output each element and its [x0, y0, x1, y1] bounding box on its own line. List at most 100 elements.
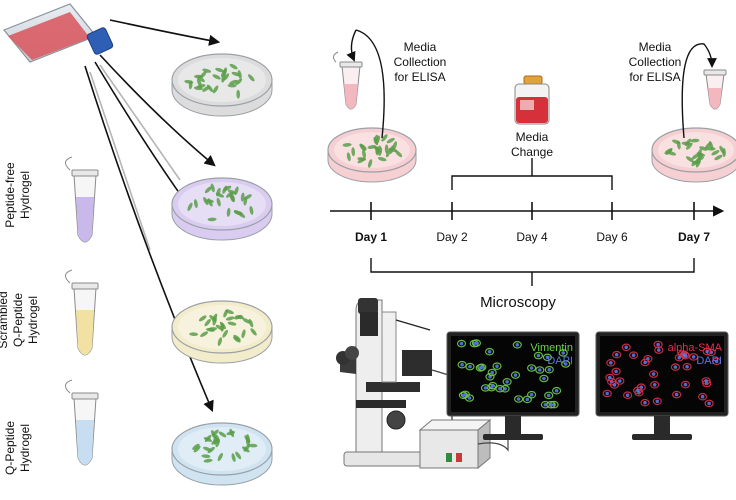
cell-mark	[367, 159, 373, 168]
media-collection-right-1: Media	[639, 40, 672, 54]
stained-cell	[648, 370, 659, 378]
stained-cell	[526, 364, 537, 372]
cell-mark	[192, 443, 200, 450]
stained-cell	[465, 362, 475, 371]
stained-cell	[542, 353, 553, 362]
stained-cell	[682, 362, 692, 371]
cell-mark	[227, 321, 237, 326]
cell-mark	[208, 327, 217, 331]
cell-mark	[189, 332, 199, 337]
cell-mark	[233, 210, 243, 215]
stained-cell	[485, 347, 495, 356]
cell-mark	[249, 205, 254, 215]
culture-flask-icon	[3, 3, 114, 63]
cell-mark	[220, 322, 225, 332]
cell-mark	[227, 189, 237, 195]
cell-mark	[193, 199, 198, 209]
cell-mark	[202, 68, 212, 73]
cell-mark	[351, 147, 356, 157]
cell-mark	[375, 146, 379, 156]
stained-cell	[650, 380, 660, 389]
cell-mark	[212, 85, 219, 94]
cell-mark	[207, 198, 213, 207]
stained-cell	[697, 392, 708, 401]
stained-cell	[544, 391, 554, 400]
cell-mark	[222, 329, 229, 338]
dish-control	[171, 53, 273, 117]
cell-mark	[389, 145, 395, 154]
stained-cell	[533, 351, 544, 360]
cell-mark	[229, 63, 238, 70]
cell-mark	[204, 186, 212, 194]
stained-cell	[621, 343, 631, 352]
stained-cell	[679, 350, 690, 359]
cell-mark	[395, 150, 403, 158]
dish-column	[171, 53, 273, 486]
cell-mark	[248, 74, 255, 82]
stained-cell	[487, 368, 497, 377]
cell-mark	[719, 145, 725, 154]
stained-cell	[510, 371, 521, 379]
cell-mark	[231, 453, 236, 462]
cell-mark	[664, 148, 673, 155]
dish-day7	[651, 127, 736, 183]
cell-mark	[201, 454, 211, 459]
cell-mark	[248, 318, 254, 328]
cell-mark	[207, 446, 215, 454]
monitor-2-stain2-label: DAPI	[696, 355, 722, 367]
cell-mark	[227, 83, 237, 88]
cell-mark	[207, 217, 217, 222]
stained-cell	[609, 381, 620, 389]
hydrogel-label-1-line-2: Hydrogel	[18, 171, 32, 219]
collection-arrow-left	[355, 29, 385, 139]
stained-cell	[615, 377, 625, 385]
cell-mark	[245, 437, 250, 447]
cell-mark	[212, 74, 221, 80]
stained-cell	[551, 386, 562, 395]
day-label-1: Day 1	[355, 230, 387, 244]
cell-mark	[367, 145, 377, 149]
cell-mark	[217, 337, 223, 346]
media-collection-left-1: Media	[404, 40, 437, 54]
cell-mark	[215, 438, 220, 448]
cell-mark	[216, 197, 221, 207]
timeline-dish-day7	[651, 127, 736, 183]
cell-mark	[695, 159, 701, 168]
cell-mark	[685, 156, 694, 163]
stained-cell	[611, 367, 621, 376]
stained-cell	[704, 399, 714, 408]
collection-tube-left-icon	[332, 51, 363, 110]
cell-mark	[196, 84, 206, 89]
cell-mark	[212, 313, 218, 322]
cell-mark	[704, 142, 712, 150]
hydrogel-label-1-line-1: Peptide-free	[3, 162, 17, 228]
cell-mark	[211, 429, 216, 439]
cell-mark	[225, 316, 235, 321]
media-collection-left-3: for ELISA	[394, 70, 445, 84]
cell-mark	[241, 329, 246, 339]
stained-cell	[464, 394, 475, 402]
cell-mark	[234, 314, 243, 320]
cell-mark	[714, 154, 723, 161]
cell-mark	[202, 85, 210, 92]
microscopy-label: Microscopy	[480, 294, 556, 311]
stained-cell	[680, 380, 691, 389]
stained-cell	[605, 373, 615, 382]
cell-mark	[235, 78, 243, 86]
cell-mark	[346, 152, 351, 162]
stained-cell	[488, 381, 498, 390]
cell-mark	[187, 202, 193, 211]
hydrogel-tube-1-icon	[65, 156, 99, 243]
monitor-1-stain2-label: DAPI	[547, 355, 573, 367]
day-label-5: Day 7	[678, 230, 710, 244]
day-label-2: Day 2	[436, 230, 468, 244]
cell-mark	[242, 318, 251, 324]
stained-cell	[526, 390, 537, 399]
media-change-label-1: Media	[516, 130, 549, 144]
cell-mark	[231, 71, 241, 77]
microscopy-bracket	[370, 258, 695, 273]
media-bottle-icon	[514, 75, 550, 125]
